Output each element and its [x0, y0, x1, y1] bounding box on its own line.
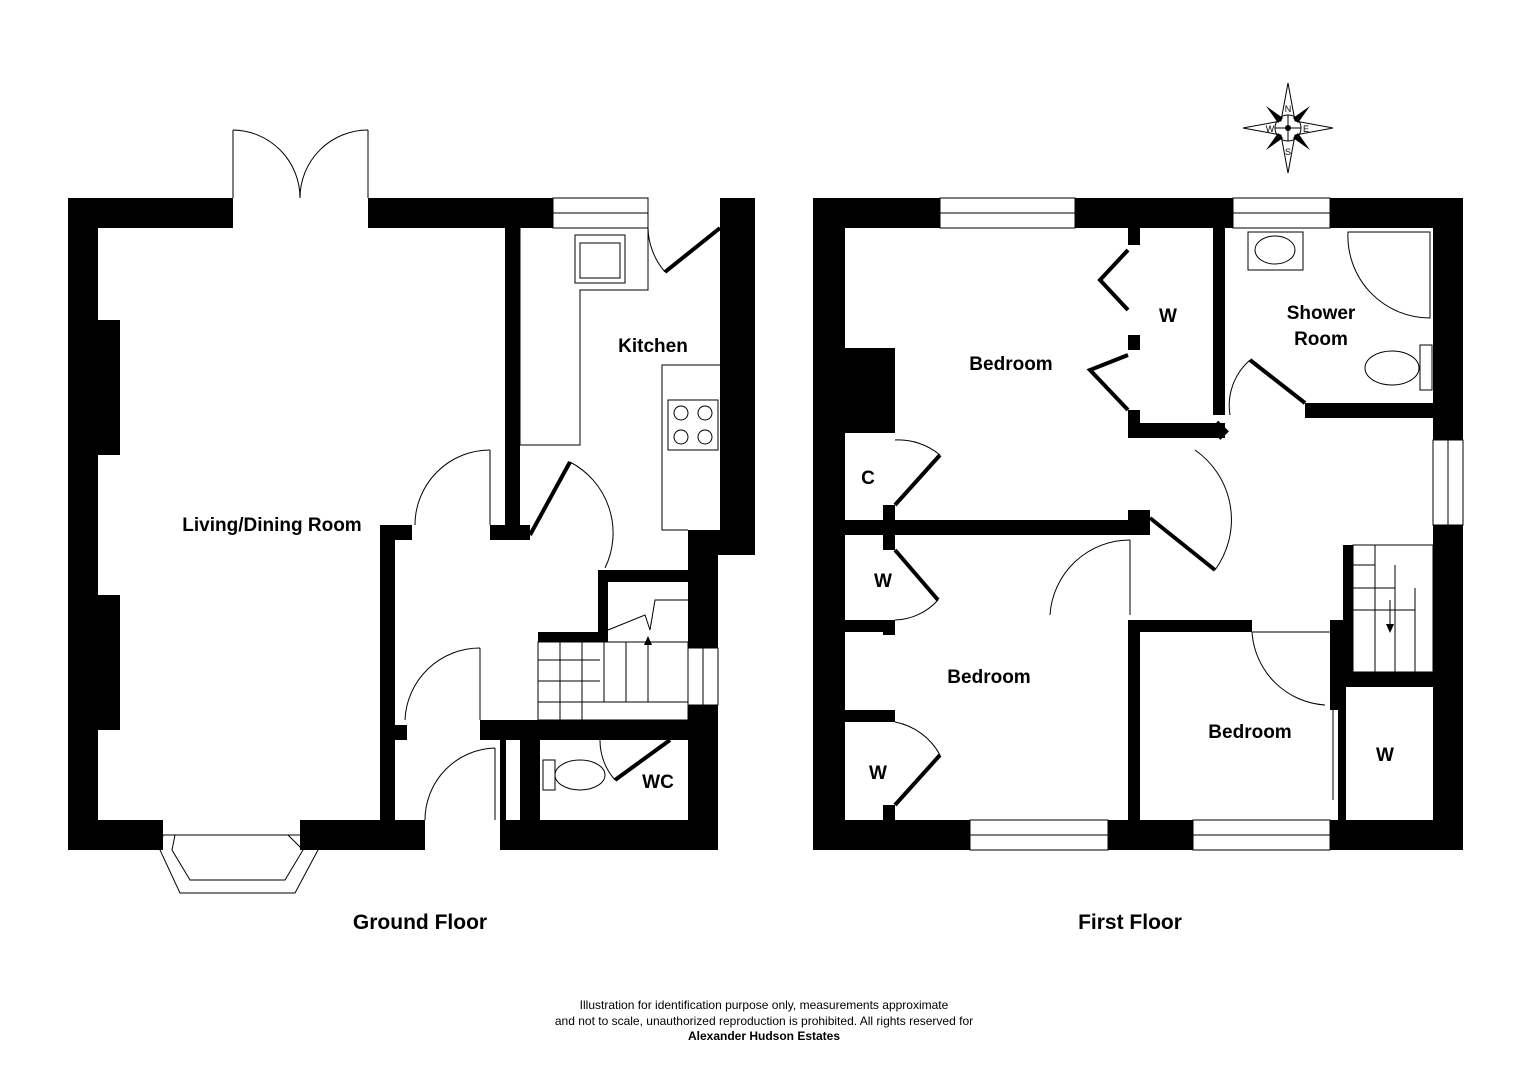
- hob-icon: [667, 399, 719, 451]
- svg-text:Illustration for identificatio: Illustration for identification purpose …: [580, 998, 949, 1012]
- compass-rose-icon: N E S W: [1242, 82, 1334, 174]
- ground-floor-doors: [232, 129, 722, 821]
- room-label-cupboard: C: [861, 468, 875, 489]
- wc-toilet-icon: [542, 759, 606, 791]
- shower-room-fittings: [1247, 231, 1433, 391]
- room-label-wardrobe-2: W: [874, 571, 892, 592]
- ground-floor-walls: [68, 198, 755, 850]
- room-label-shower-line1: Shower: [1287, 303, 1356, 324]
- ground-floor-stairs: [537, 599, 689, 721]
- first-floor-walls: [813, 198, 1463, 850]
- kitchen-fittings: [519, 228, 720, 531]
- svg-text:and not to scale, unauthorized: and not to scale, unauthorized reproduct…: [555, 1014, 973, 1028]
- first-floor-doors: [893, 248, 1344, 807]
- svg-text:N: N: [1285, 104, 1292, 114]
- kitchen-sink-icon: [574, 234, 626, 284]
- room-label-bedroom-1: Bedroom: [969, 354, 1052, 375]
- room-label-wardrobe-4: W: [1376, 745, 1394, 766]
- ground-floor-windows: [159, 197, 719, 894]
- room-label-wc: WC: [642, 772, 674, 793]
- shower-tray-icon: [1347, 231, 1431, 319]
- basin-icon: [1247, 231, 1304, 271]
- room-label-wardrobe-3: W: [869, 763, 887, 784]
- first-floor-plan: Bedroom Bedroom Bedroom Shower Room W W …: [813, 197, 1464, 934]
- first-floor-caption: First Floor: [1078, 911, 1182, 934]
- svg-text:S: S: [1285, 147, 1291, 157]
- footer-disclaimer: Illustration for identification purpose …: [555, 998, 973, 1043]
- room-label-shower-line2: Room: [1294, 329, 1348, 350]
- svg-text:W: W: [1266, 124, 1275, 134]
- room-label-bedroom-2: Bedroom: [947, 667, 1030, 688]
- room-label-bedroom-3: Bedroom: [1208, 722, 1291, 743]
- room-label-kitchen: Kitchen: [618, 336, 688, 357]
- ground-floor-caption: Ground Floor: [353, 911, 487, 934]
- room-label-living-dining: Living/Dining Room: [182, 515, 361, 536]
- svg-text:E: E: [1303, 124, 1309, 134]
- agency-name: Alexander Hudson Estates: [688, 1029, 840, 1043]
- ground-floor-plan: Living/Dining Room Kitchen WC Ground Flo…: [68, 129, 755, 934]
- room-label-wardrobe-1: W: [1159, 306, 1177, 327]
- toilet-icon: [1364, 350, 1420, 386]
- first-floor-windows: [939, 197, 1464, 851]
- first-floor-stairs: [1352, 544, 1434, 673]
